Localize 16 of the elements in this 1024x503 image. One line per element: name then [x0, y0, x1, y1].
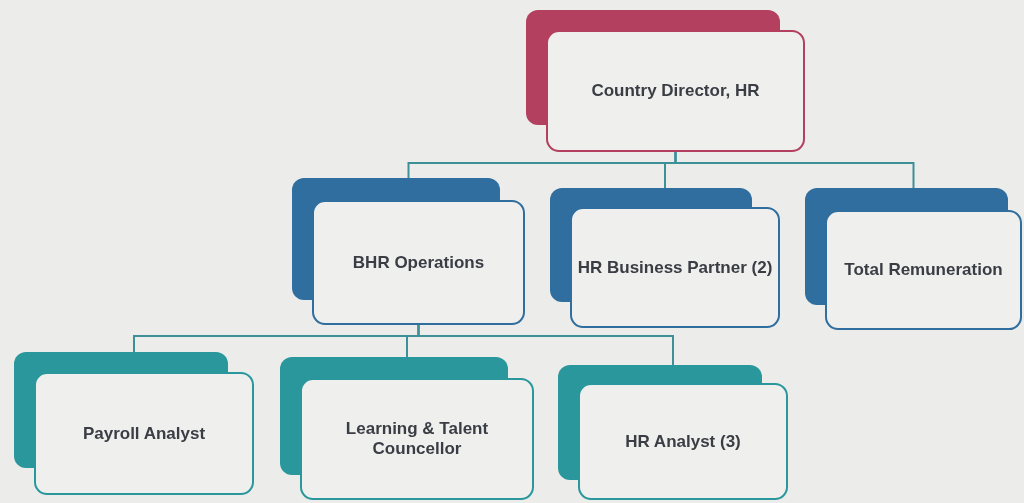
card-title: Learning & Talent Councellor: [344, 419, 490, 459]
org-chart-card: [550, 188, 780, 328]
card-title: BHR Operations: [352, 252, 485, 273]
card-title: HR Business Partner (2): [577, 257, 773, 278]
card-title: HR Analyst (3): [625, 431, 741, 452]
org-chart-card: [292, 178, 525, 325]
card-title: Total Remuneration: [844, 260, 1003, 280]
card-title: Payroll Analyst: [82, 423, 206, 444]
org-chart-card: [280, 357, 534, 500]
connector-line: [417, 324, 674, 366]
org-chart-card: [805, 188, 1022, 330]
org-chart-card: [526, 10, 805, 152]
card-title: Country Director, HR: [591, 81, 760, 101]
connector-line: [674, 151, 915, 189]
org-chart-card: [14, 352, 254, 495]
org-chart-card: [558, 365, 788, 500]
